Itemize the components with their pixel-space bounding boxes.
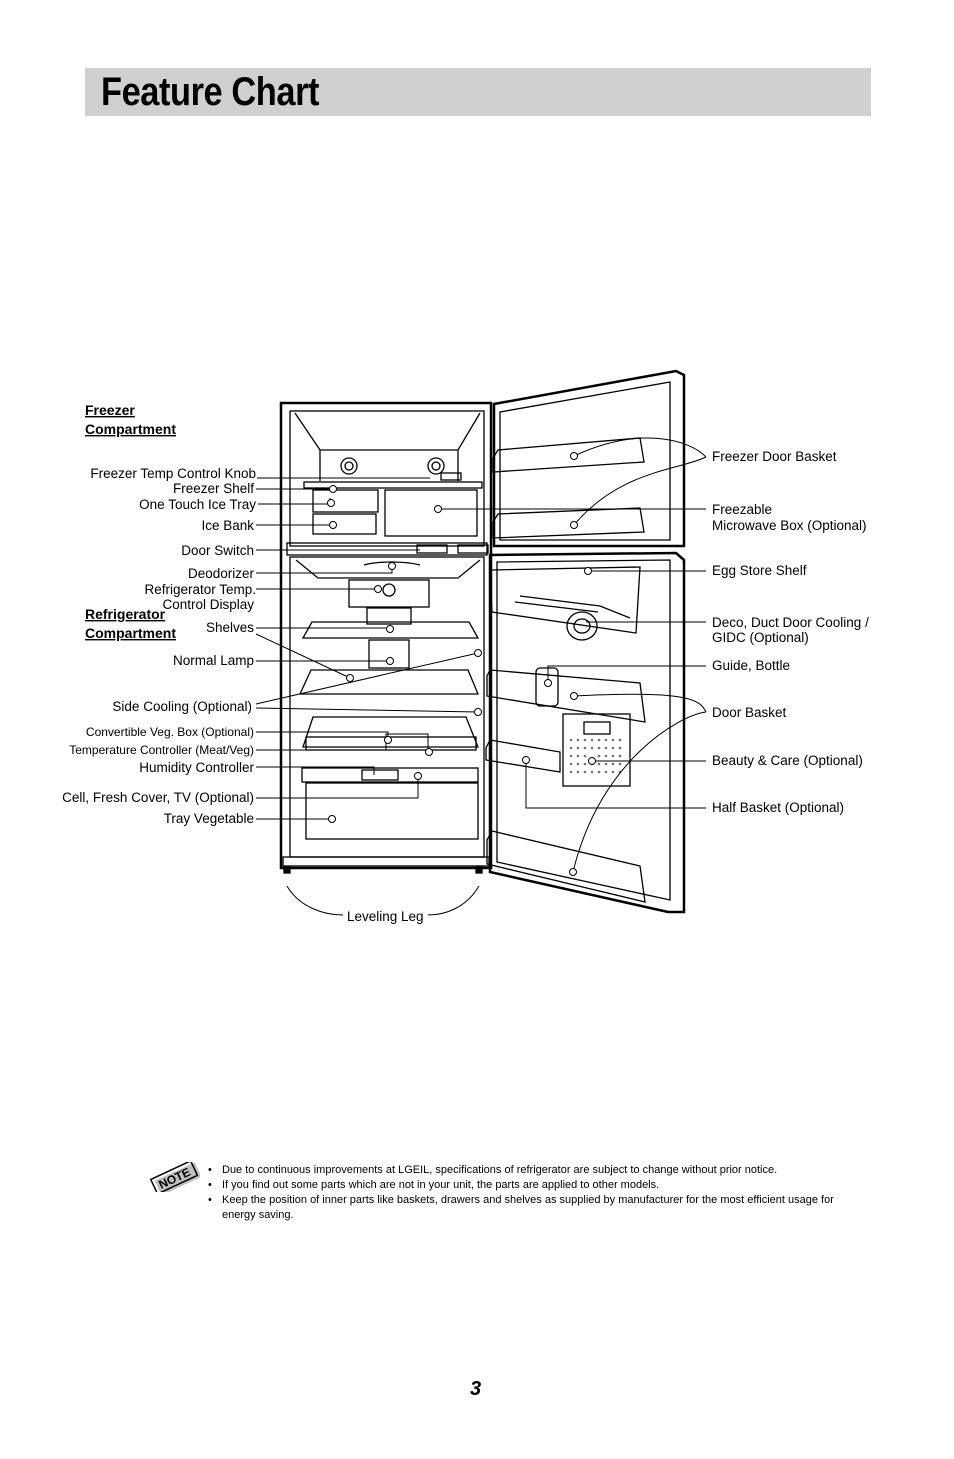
- shelf-2: [298, 669, 479, 695]
- tray-vegetable-drawing: [305, 782, 479, 840]
- egg-store-shelf: [489, 566, 641, 634]
- label-refrigerator-temp-1: Refrigerator Temp.: [144, 582, 256, 597]
- label-guide-bottle: Guide, Bottle: [712, 658, 790, 673]
- label-deodorizer: Deodorizer: [188, 566, 255, 581]
- note-item: If you find out some parts which are not…: [208, 1178, 848, 1193]
- label-door-switch: Door Switch: [181, 543, 254, 558]
- door-basket-1: [486, 669, 646, 723]
- label-deco-2: GIDC (Optional): [712, 630, 809, 645]
- notes-list: Due to continuous improvements at LGEIL,…: [208, 1163, 848, 1223]
- label-temperature-controller: Temperature Controller (Meat/Veg): [69, 743, 254, 757]
- label-refrigerator-temp-2: Control Display: [162, 597, 254, 612]
- label-humidity-controller: Humidity Controller: [139, 760, 254, 775]
- freezer-shelf-drawing: [303, 481, 483, 489]
- label-normal-lamp: Normal Lamp: [173, 653, 254, 668]
- label-egg-store-shelf: Egg Store Shelf: [712, 563, 807, 578]
- ice-bank-drawing: [312, 513, 377, 535]
- beauty-care-dots: [569, 738, 622, 774]
- label-freezer-temp-control-knob: Freezer Temp Control Knob: [90, 466, 256, 481]
- temp-display-drawing: [348, 579, 430, 608]
- page-number: 3: [470, 1378, 482, 1400]
- refrigerator-section-title-1: Refrigerator: [85, 606, 166, 622]
- leader-lines: [255, 437, 707, 916]
- label-beauty-care: Beauty & Care (Optional): [712, 753, 863, 768]
- refrigerator-drawing: [279, 369, 686, 914]
- label-half-basket: Half Basket (Optional): [712, 800, 844, 815]
- freezable-box-drawing: [384, 489, 478, 537]
- label-freezable-2: Microwave Box (Optional): [712, 518, 867, 533]
- label-shelves: Shelves: [206, 620, 254, 635]
- beauty-care-box: [562, 713, 631, 787]
- label-cell-fresh-cover: Cell, Fresh Cover, TV (Optional): [62, 790, 254, 805]
- label-one-touch-ice-tray: One Touch Ice Tray: [139, 497, 256, 512]
- refrigerator-section-title-2: Compartment: [85, 625, 176, 641]
- note-icon: NOTE: [150, 1162, 200, 1192]
- humidity-controller-drawing: [301, 767, 479, 783]
- divider: [286, 542, 488, 556]
- door-basket-2: [486, 830, 646, 903]
- label-door-basket: Door Basket: [712, 705, 787, 720]
- freezer-section-title-2: Compartment: [85, 421, 176, 437]
- shelf-1: [301, 621, 480, 639]
- label-side-cooling: Side Cooling (Optional): [112, 699, 252, 714]
- label-freezer-door-basket: Freezer Door Basket: [712, 449, 837, 464]
- label-freezable-1: Freezable: [712, 502, 772, 517]
- callout-dots: [327, 452, 596, 876]
- fridge-door: [488, 551, 686, 914]
- label-ice-bank: Ice Bank: [201, 518, 254, 533]
- ice-tray-drawing: [312, 489, 379, 513]
- label-convertible-veg-box: Convertible Veg. Box (Optional): [86, 725, 254, 739]
- page-title: Feature Chart: [101, 70, 320, 114]
- note-item: Keep the position of inner parts like ba…: [208, 1193, 848, 1223]
- veg-box-cover: [302, 716, 479, 748]
- note-item: Due to continuous improvements at LGEIL,…: [208, 1163, 848, 1178]
- freezer-door: [492, 369, 686, 548]
- freezer-door-basket-1: [492, 437, 645, 473]
- label-leveling-leg: Leveling Leg: [347, 909, 424, 924]
- title-bar: Feature Chart: [85, 68, 871, 116]
- label-deco-1: Deco, Duct Door Cooling /: [712, 615, 869, 630]
- freezer-section-title-1: Freezer: [85, 402, 135, 418]
- half-basket: [485, 739, 561, 773]
- label-tray-vegetable: Tray Vegetable: [164, 811, 254, 826]
- freezer-door-basket-2: [492, 507, 645, 539]
- refrigerator-compartment: [289, 556, 485, 858]
- label-freezer-shelf: Freezer Shelf: [173, 481, 254, 496]
